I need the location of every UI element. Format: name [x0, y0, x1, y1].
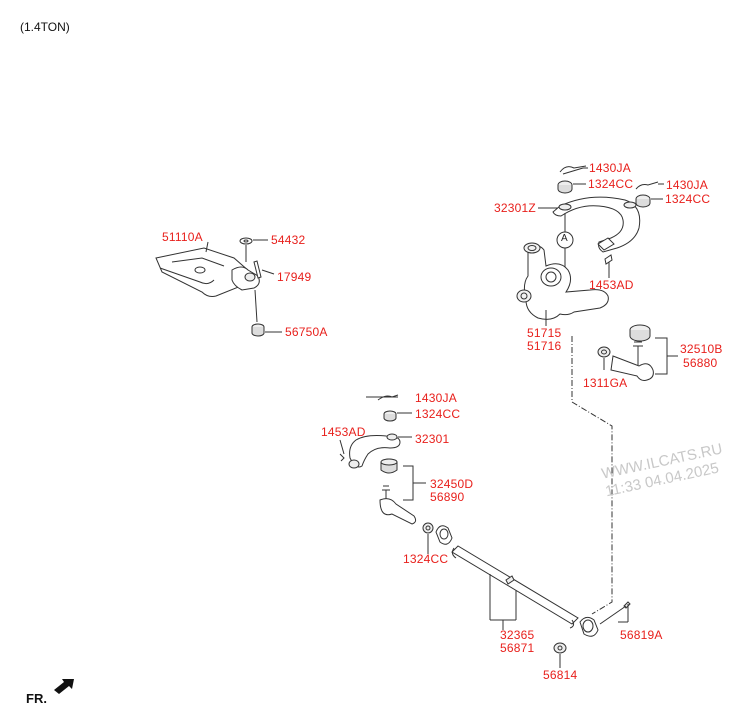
- label-32365[interactable]: 32365: [500, 628, 535, 642]
- front-arrow-icon: [54, 679, 74, 694]
- callout-a: A: [561, 233, 568, 244]
- label-32301[interactable]: 32301: [415, 432, 450, 446]
- front-direction-label: FR.: [26, 691, 47, 706]
- label-1430ja-right[interactable]: 1430JA: [666, 178, 708, 192]
- label-51716[interactable]: 51716: [527, 339, 562, 353]
- label-1324cc-low[interactable]: 1324CC: [403, 552, 449, 566]
- label-51715[interactable]: 51715: [527, 326, 562, 340]
- label-56814[interactable]: 56814: [543, 668, 578, 682]
- label-32301z[interactable]: 32301Z: [494, 201, 536, 215]
- label-56871[interactable]: 56871: [500, 641, 535, 655]
- label-32510b[interactable]: 32510B: [680, 342, 723, 356]
- label-1453ad-left[interactable]: 1453AD: [321, 425, 366, 439]
- label-54432[interactable]: 54432: [271, 233, 306, 247]
- label-56880[interactable]: 56880: [683, 356, 718, 370]
- label-1430ja-top[interactable]: 1430JA: [589, 161, 631, 175]
- diagram-title: (1.4TON): [20, 20, 70, 34]
- label-1311ga[interactable]: 1311GA: [583, 376, 628, 390]
- label-17949[interactable]: 17949: [277, 270, 312, 284]
- label-1453ad-right[interactable]: 1453AD: [589, 278, 634, 292]
- label-51110a[interactable]: 51110A: [162, 230, 203, 244]
- callout-circle: [556, 231, 574, 249]
- label-1324cc-mid[interactable]: 1324CC: [415, 407, 461, 421]
- label-56890[interactable]: 56890: [430, 490, 465, 504]
- label-56750a[interactable]: 56750A: [285, 325, 328, 339]
- label-32450d[interactable]: 32450D: [430, 477, 474, 491]
- label-56819a[interactable]: 56819A: [620, 628, 663, 642]
- label-1430ja-mid[interactable]: 1430JA: [415, 391, 457, 405]
- label-1324cc-right[interactable]: 1324CC: [665, 192, 711, 206]
- label-1324cc-top[interactable]: 1324CC: [588, 177, 634, 191]
